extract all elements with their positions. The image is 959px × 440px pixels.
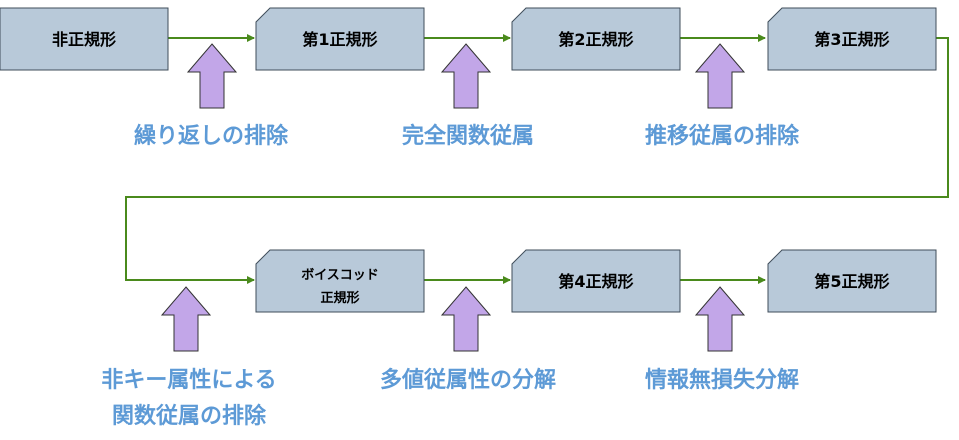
step-label-full-fd: 完全関数従属 xyxy=(402,123,534,149)
stage-5nf: 第5正規形 xyxy=(767,249,937,313)
up-arrow-icon xyxy=(694,286,746,352)
up-arrow-icon xyxy=(440,43,492,109)
step-labels: 繰り返しの排除 完全関数従属 推移従属の排除 非キー属性による 関数従属の排除 … xyxy=(101,123,800,429)
step-label-non-key-line1: 非キー属性による xyxy=(101,368,276,393)
step-label-non-key-line2: 関数従属の排除 xyxy=(112,403,267,429)
step-label-lossless: 情報無損失分解 xyxy=(645,367,799,393)
up-arrow-icon xyxy=(694,43,746,109)
stage-1nf: 第1正規形 xyxy=(255,7,425,71)
step-label-repeat: 繰り返しの排除 xyxy=(134,123,289,149)
stage-label-3nf: 第3正規形 xyxy=(814,30,889,49)
stage-label-2nf: 第2正規形 xyxy=(558,30,633,49)
stage-label-4nf: 第4正規形 xyxy=(558,272,633,291)
stage-label-bcnf-line1: ボイスコッド xyxy=(301,267,379,283)
stage-unnormalized: 非正規形 xyxy=(0,7,169,71)
step-label-transitive: 推移従属の排除 xyxy=(645,123,800,149)
stage-label-bcnf-line2: 正規形 xyxy=(320,291,359,306)
stage-label-1nf: 第1正規形 xyxy=(302,30,377,49)
stage-2nf: 第2正規形 xyxy=(511,7,681,71)
up-arrow-icon xyxy=(440,286,492,352)
connector-3nf-bcnf xyxy=(125,37,949,284)
stage-label-5nf: 第5正規形 xyxy=(814,272,889,291)
stage-bcnf: ボイスコッド 正規形 xyxy=(255,249,425,313)
connectors xyxy=(125,34,949,284)
up-arrow-icon xyxy=(186,43,238,109)
step-arrows xyxy=(160,43,746,352)
step-label-mvd: 多値従属性の分解 xyxy=(380,367,556,393)
up-arrow-icon xyxy=(160,286,212,352)
stage-label-unnormalized: 非正規形 xyxy=(52,30,116,49)
stage-4nf: 第4正規形 xyxy=(511,249,681,313)
stage-3nf: 第3正規形 xyxy=(767,7,937,71)
